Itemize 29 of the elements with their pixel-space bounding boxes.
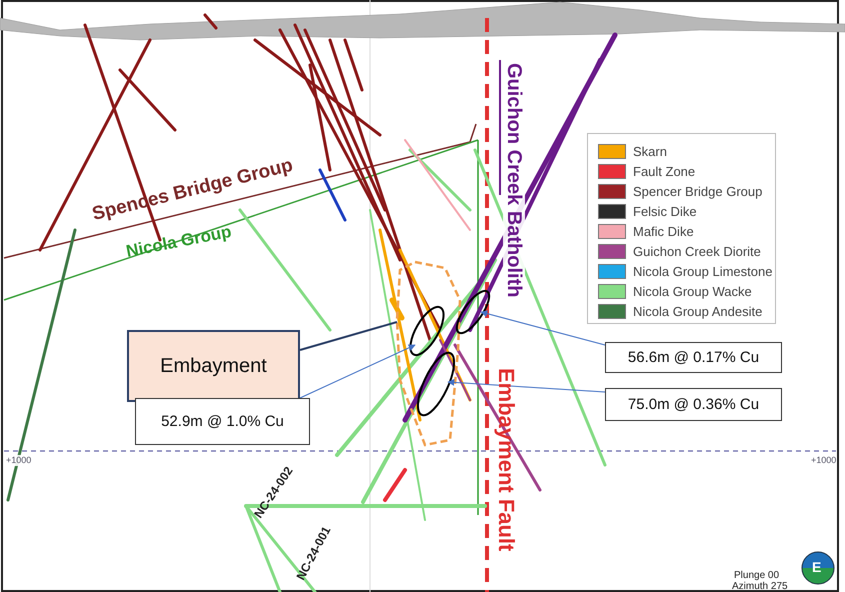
legend-label: Nicola Group Andesite <box>633 304 762 318</box>
legend-label: Skarn <box>633 144 667 158</box>
arrow <box>300 344 416 398</box>
unit-label: Nicola Group <box>124 222 233 260</box>
elevation-label: +1000 <box>810 455 838 466</box>
result-box: 56.6m @ 0.17% Cu <box>605 342 782 373</box>
legend-label: Spencer Bridge Group <box>633 184 762 198</box>
result-box: 52.9m @ 1.0% Cu <box>135 398 310 445</box>
result-box: 75.0m @ 0.36% Cu <box>605 388 782 421</box>
view-orientation-text: Azimuth 275 <box>732 582 788 592</box>
legend-label: Fault Zone <box>633 164 696 178</box>
unit-label: Spences Bridge Group <box>90 156 295 224</box>
callout-box: Embayment <box>127 330 300 402</box>
arrow <box>480 310 606 346</box>
elevation-label: +1000 <box>5 455 32 466</box>
highlight-ellipse <box>410 306 444 356</box>
legend-label: Nicola Group Limestone <box>633 264 772 278</box>
highlight-ellipse <box>416 352 456 416</box>
legend-label: Felsic Dike <box>633 204 697 218</box>
legend-label: Nicola Group Wacke <box>633 284 752 298</box>
arrow <box>447 378 606 392</box>
legend-label: Mafic Dike <box>633 224 694 238</box>
batholith-label: Guichon Creek Batholith <box>503 62 525 298</box>
highlight-ellipse <box>456 290 490 334</box>
compass-letter: E <box>812 560 822 574</box>
fault-label: Embayment Fault <box>495 368 517 552</box>
legend-label: Guichon Creek Diorite <box>633 244 761 258</box>
embayment-outline <box>396 260 462 446</box>
view-orientation-text: Plunge 00 <box>734 571 780 581</box>
